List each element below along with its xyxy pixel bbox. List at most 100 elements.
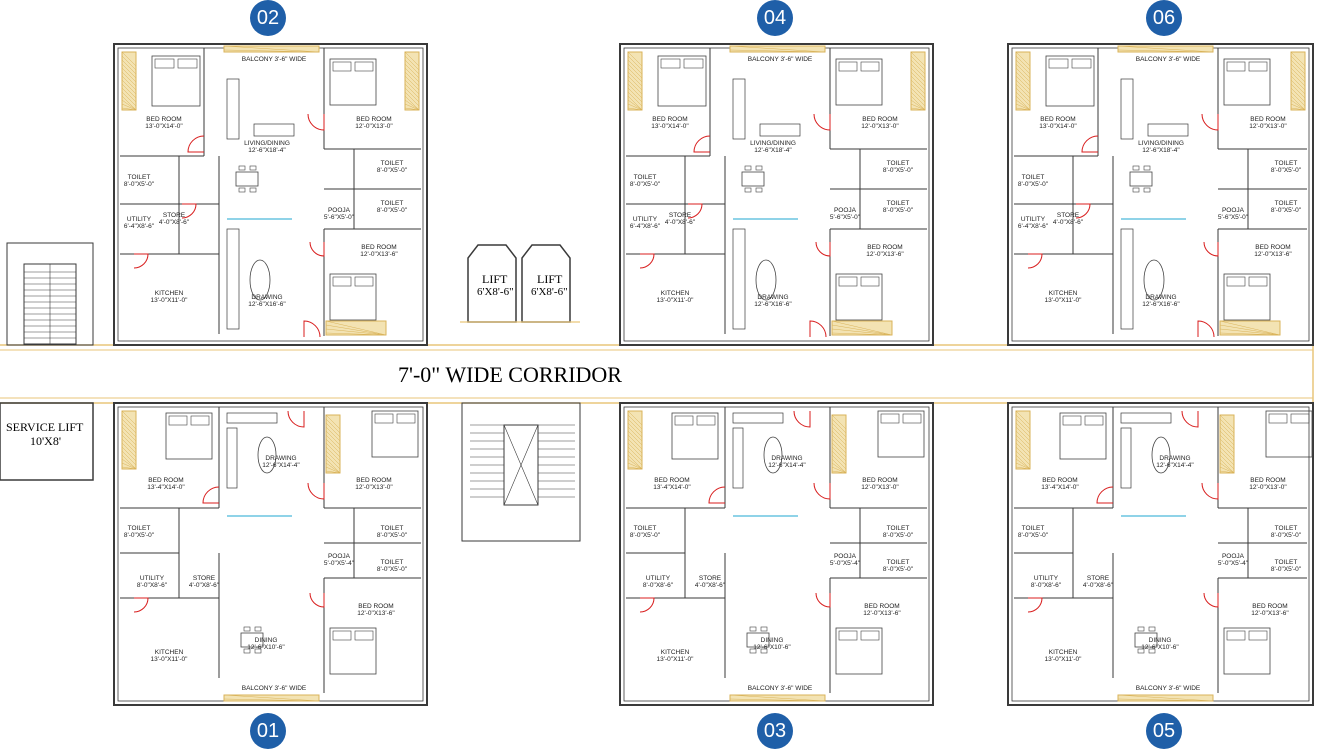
hatch-line (121, 63, 137, 79)
hatch-line (1015, 430, 1031, 446)
door-swing (708, 486, 726, 504)
hatch-line (1015, 466, 1031, 470)
hatch-line (121, 410, 137, 426)
room-label: DINING (1148, 637, 1172, 644)
hatch-line (325, 320, 387, 336)
hatch-line (1290, 99, 1306, 111)
room-size: 12'-6"X16'-6" (754, 301, 792, 308)
pillow (1226, 276, 1246, 287)
room-label: BED ROOM (146, 116, 182, 123)
dining-table (240, 632, 264, 648)
room-size: 12'-0"X13'-6" (1251, 610, 1289, 617)
lift-2-title: LIFT (537, 272, 563, 286)
room-size: 12'-6"X14'-4" (262, 462, 300, 469)
bed (657, 55, 707, 107)
room-label: POOJA (833, 207, 857, 214)
flat-outline (1007, 43, 1314, 346)
service-lift (0, 402, 94, 481)
room-size: 6'-4"X8'-6" (629, 223, 661, 230)
chair (755, 187, 763, 193)
pillow (838, 276, 858, 287)
chair (243, 648, 251, 654)
room-size: 8'-0"X5'-0" (1270, 207, 1302, 214)
hatch-line (627, 91, 643, 107)
hatch-line (910, 91, 926, 107)
rug (755, 259, 777, 301)
hatch-line (1117, 45, 1214, 53)
chair (1132, 165, 1140, 171)
hatch-line (627, 426, 643, 442)
hatch-line (1290, 51, 1306, 67)
bed (165, 412, 213, 460)
hatch-line (831, 434, 847, 450)
hatch-line (121, 454, 137, 470)
room-size: 8'-0"X5'-0" (1270, 532, 1302, 539)
room-label: TOILET (380, 525, 404, 532)
chair (249, 187, 257, 193)
door-swing (287, 410, 305, 428)
hatch-line (404, 71, 420, 87)
hatch-line (831, 320, 893, 336)
room-label: BED ROOM (358, 603, 394, 610)
hatch-line (1015, 426, 1031, 442)
room-label: TOILET (886, 559, 910, 566)
room-size: 8'-0"X8'-6" (642, 582, 674, 589)
chair (760, 626, 768, 632)
room-label: DRAWING (251, 294, 283, 301)
hatch-line (325, 422, 341, 438)
chair (1132, 187, 1140, 193)
bed (371, 410, 419, 458)
chair (1143, 165, 1151, 171)
sofa (226, 78, 240, 140)
room-label: TOILET (1021, 174, 1045, 181)
hatch-line (325, 462, 341, 474)
hatch-line (1219, 454, 1235, 470)
bed (1265, 410, 1313, 458)
room-label: TOILET (380, 559, 404, 566)
chair (1137, 648, 1145, 654)
room-label: BED ROOM (862, 116, 898, 123)
room-label: DRAWING (757, 294, 789, 301)
pillow (168, 415, 188, 426)
bed (671, 412, 719, 460)
hatch-line (1290, 67, 1306, 83)
room-label: POOJA (1221, 553, 1245, 560)
room-size: 8'-0"X5'-0" (1017, 532, 1049, 539)
door-swing (815, 592, 831, 608)
chair (744, 187, 752, 193)
room-size: 8'-0"X5'-0" (629, 181, 661, 188)
room-size: 4'-0"X8'-6" (694, 582, 726, 589)
room-label: DRAWING (771, 455, 803, 462)
service-lift-size: 10'X8' (30, 434, 61, 448)
room-size: 8'-0"X5'-0" (376, 532, 408, 539)
door-swing (1197, 320, 1215, 338)
corridor-label: 7'-0" WIDE CORRIDOR (398, 362, 622, 387)
hatch-line (404, 107, 420, 111)
hatch-line (627, 422, 643, 438)
hatch-line (404, 99, 420, 111)
hatch-line (121, 450, 137, 466)
hatch-line (121, 87, 137, 103)
hatch-line (1015, 59, 1031, 75)
door-swing (181, 203, 197, 219)
hatch-line (627, 107, 643, 111)
room-label: BED ROOM (864, 603, 900, 610)
bed (1059, 412, 1107, 460)
hatch-line (1015, 91, 1031, 107)
hatch-line (910, 99, 926, 111)
hatch-line (627, 103, 643, 111)
room-size: 8'-0"X5'-0" (882, 207, 914, 214)
flat-number-badge: 04 (757, 0, 793, 36)
flat-number-badge: 03 (757, 713, 793, 749)
room-label: BED ROOM (652, 116, 688, 123)
room-size: 12'-6"X16'-6" (248, 301, 286, 308)
room-label: BED ROOM (1252, 603, 1288, 610)
room-size: 12'-0"X13'-0" (1249, 123, 1287, 130)
flat-number-badge: 02 (250, 0, 286, 36)
pillow (354, 630, 374, 641)
room-label: STORE (698, 575, 722, 582)
hatch-line (1015, 107, 1031, 111)
hatch-line (325, 450, 341, 466)
hatch-line (325, 324, 387, 336)
room-size: 13'-0"X14'-0" (1039, 123, 1077, 130)
